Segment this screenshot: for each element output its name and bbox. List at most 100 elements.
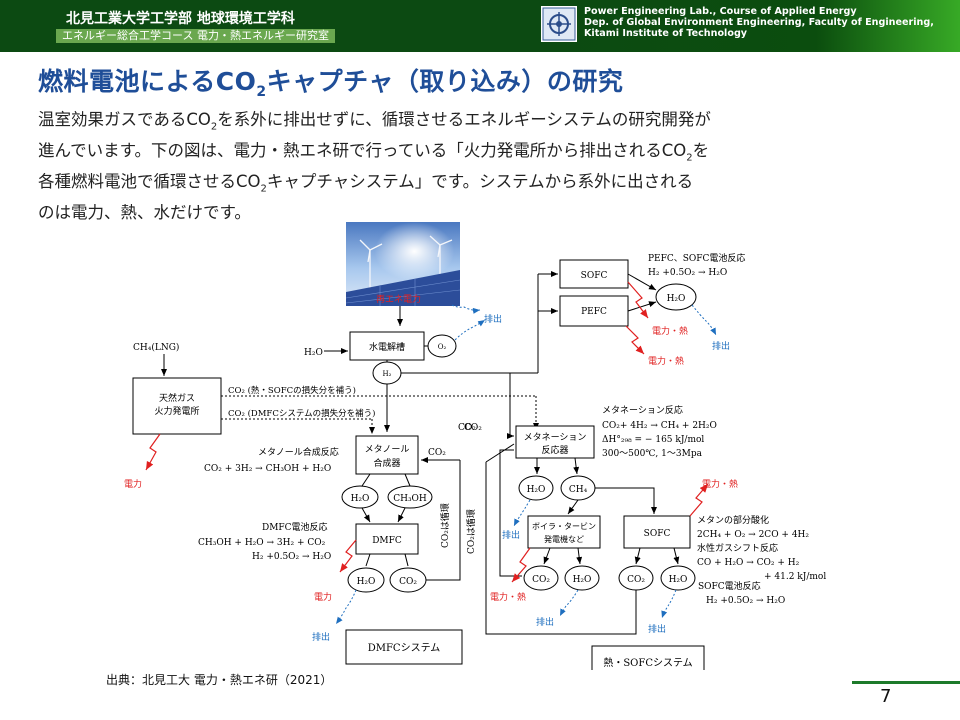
- svg-text:H₂O: H₂O: [573, 575, 592, 585]
- svg-text:H₂O: H₂O: [667, 294, 686, 304]
- svg-text:H₂O: H₂O: [669, 575, 688, 585]
- svg-text:H₂ +0.5O₂ → H₂O: H₂ +0.5O₂ → H₂O: [252, 552, 331, 562]
- svg-text:熱・SOFCシステム: 熱・SOFCシステム: [603, 656, 692, 669]
- svg-text:SOFC: SOFC: [581, 271, 608, 281]
- svg-text:電力・熱: 電力・熱: [648, 355, 684, 367]
- svg-text:CH₃OH + H₂O → 3H₂ + CO₂: CH₃OH + H₂O → 3H₂ + CO₂: [198, 538, 326, 548]
- svg-text:合成器: 合成器: [373, 457, 400, 469]
- svg-text:300〜500℃, 1〜3Mpa: 300〜500℃, 1〜3Mpa: [602, 449, 703, 459]
- svg-text:水性ガスシフト反応: 水性ガスシフト反応: [697, 542, 778, 554]
- co2-dmfc-supply-label: CO₂ (DMFCシステムの損失分を補う): [228, 408, 375, 419]
- source-citation: 出典：北見工大 電力・熱エネ研（2021）: [106, 673, 333, 687]
- header-gradient: [0, 0, 960, 52]
- body-text: 温室効果ガスであるCO2を系外に排出せずに、循環させるエネルギーシステムの研究開…: [38, 108, 918, 225]
- svg-text:CO + H₂O → CO₂ + H₂: CO + H₂O → CO₂ + H₂: [697, 558, 800, 568]
- co2-capture-system-diagram: 再エネ電力 排出 CH₄(LNG) H₂O 水電解槽 O₂ H₂ 天然ガス 火力…: [124, 222, 826, 670]
- svg-text:メタンの部分酸化: メタンの部分酸化: [697, 514, 769, 526]
- svg-text:CO₂: CO₂: [399, 577, 417, 587]
- sofc-lower-box: [623, 515, 691, 549]
- svg-text:CO₂: CO₂: [627, 575, 645, 585]
- methanol-reactor-box: [355, 435, 419, 475]
- o2-node: [427, 334, 457, 358]
- dmfc-system-box: [345, 629, 463, 665]
- university-name: 北見工業大学工学部 地球環境工学科: [66, 11, 295, 27]
- svg-text:CO₂ + 3H₂ → CH₃OH + H₂O: CO₂ + 3H₂ → CH₃OH + H₂O: [204, 464, 331, 474]
- svg-text:PEFC: PEFC: [581, 307, 607, 317]
- body-line-4: のは電力、熱、水だけです。: [38, 203, 251, 223]
- svg-text:PEFC、SOFC電池反応: PEFC、SOFC電池反応: [648, 252, 745, 264]
- svg-text:ΔH°₂₉₈ = − 165 kJ/mol: ΔH°₂₉₈ = − 165 kJ/mol: [602, 435, 704, 445]
- svg-text:CH₄: CH₄: [569, 485, 588, 495]
- svg-text:H₂O: H₂O: [304, 348, 323, 358]
- svg-text:CO₂: CO₂: [458, 423, 476, 433]
- body-line-2: 進んでいます。下の図は、電力・熱エネ研で行っている「火力発電所から排出されるCO…: [38, 141, 710, 164]
- svg-text:2CH₄ + O₂ → 2CO + 4H₂: 2CH₄ + O₂ → 2CO + 4H₂: [697, 530, 809, 540]
- co2-circulation-label-2: CO₂は循環: [465, 509, 477, 554]
- lab-name-english: Power Engineering Lab., Course of Applie…: [584, 6, 934, 39]
- svg-text:電力: 電力: [124, 478, 142, 490]
- co2-sofc-supply-label: CO₂ (熱・SOFCの損失分を補う): [228, 385, 356, 396]
- svg-text:H₂O: H₂O: [351, 494, 370, 504]
- svg-text:SOFC電池反応: SOFC電池反応: [698, 580, 761, 592]
- ch3oh-node: [387, 485, 433, 509]
- svg-text:SOFC: SOFC: [644, 529, 671, 539]
- gas-power-plant-box: [132, 377, 222, 435]
- svg-text:反応器: 反応器: [541, 444, 568, 456]
- footer-line: [852, 681, 960, 684]
- svg-text:CO₂: CO₂: [428, 448, 446, 458]
- svg-text:排出: 排出: [312, 631, 330, 643]
- renewable-energy-image: [345, 222, 461, 306]
- sofc-upper-box: [559, 259, 629, 289]
- svg-text:メタノール: メタノール: [365, 444, 410, 455]
- boiler-co2-node: [523, 565, 559, 591]
- svg-text:DMFC電池反応: DMFC電池反応: [262, 521, 328, 533]
- svg-text:CO₂+ 4H₂ → CH₄ + 2H₂O: CO₂+ 4H₂ → CH₄ + 2H₂O: [602, 421, 717, 431]
- svg-text:H₂: H₂: [383, 370, 392, 378]
- page-number: 7: [880, 686, 892, 707]
- svg-text:電力・熱: 電力・熱: [702, 478, 738, 490]
- meth-h2o-node: [518, 475, 554, 501]
- svg-text:排出: 排出: [712, 340, 730, 352]
- page-title: 燃料電池によるCO2キャプチャ（取り込み）の研究: [38, 67, 624, 100]
- svg-text:H₂ +0.5O₂ → H₂O: H₂ +0.5O₂ → H₂O: [648, 268, 727, 278]
- dmfc-h2o-node: [347, 567, 385, 593]
- boiler-turbine-box: [527, 515, 601, 549]
- methanation-reactor-box: [515, 425, 595, 459]
- body-line-3: 各種燃料電池で循環させるCO2キャプチャシステム」です。システムから系外に出され…: [38, 172, 694, 195]
- svg-text:H₂O: H₂O: [527, 485, 546, 495]
- svg-text:CO₂: CO₂: [464, 423, 482, 433]
- boiler-h2o-node: [564, 565, 600, 591]
- svg-text:電力: 電力: [314, 591, 332, 603]
- svg-text:メタネーション反応: メタネーション反応: [602, 404, 683, 416]
- svg-text:電力・熱: 電力・熱: [652, 325, 688, 337]
- svg-text:ボイラ・タービン: ボイラ・タービン: [532, 522, 596, 531]
- pefc-h2o-node: [655, 283, 697, 311]
- svg-text:排出: 排出: [648, 623, 666, 635]
- sofc-h2o-node: [660, 565, 696, 591]
- sofc-system-box: [591, 645, 705, 670]
- svg-text:H₂O: H₂O: [357, 577, 376, 587]
- sofc-co2-node: [618, 565, 654, 591]
- svg-text:火力発電所: 火力発電所: [154, 405, 199, 417]
- header-bar: 北見工業大学工学部 地球環境工学科 エネルギー総合工学コース 電力・熱エネルギー…: [0, 0, 960, 52]
- svg-text:メタネーション: メタネーション: [524, 432, 587, 443]
- lab-name: エネルギー総合工学コース 電力・熱エネルギー研究室: [56, 29, 335, 43]
- lab-logo-icon: [541, 6, 577, 42]
- svg-text:H₂ +0.5O₂ → H₂O: H₂ +0.5O₂ → H₂O: [706, 596, 785, 606]
- body-line-1: 温室効果ガスであるCO2を系外に排出せずに、循環させるエネルギーシステムの研究開…: [38, 110, 711, 133]
- svg-text:排出: 排出: [484, 313, 502, 325]
- svg-text:天然ガス: 天然ガス: [159, 392, 195, 404]
- dmfc-box: [355, 523, 419, 555]
- ch4-lng-label: CH₄(LNG): [133, 342, 179, 353]
- svg-text:CH₃OH: CH₃OH: [393, 494, 427, 504]
- svg-text:CO₂: CO₂: [532, 575, 550, 585]
- svg-text:O₂: O₂: [438, 343, 447, 351]
- svg-text:電力・熱: 電力・熱: [490, 591, 526, 603]
- renewable-power-label: 再エネ電力: [376, 293, 421, 305]
- svg-text:メタノール合成反応: メタノール合成反応: [258, 446, 339, 458]
- svg-text:DMFCシステム: DMFCシステム: [368, 642, 441, 654]
- svg-text:+ 41.2 kJ/mol: + 41.2 kJ/mol: [764, 572, 826, 582]
- co2-circulation-label: CO₂は循環: [439, 503, 451, 548]
- electrolyzer-box: [349, 331, 425, 361]
- svg-text:DMFC: DMFC: [372, 536, 402, 546]
